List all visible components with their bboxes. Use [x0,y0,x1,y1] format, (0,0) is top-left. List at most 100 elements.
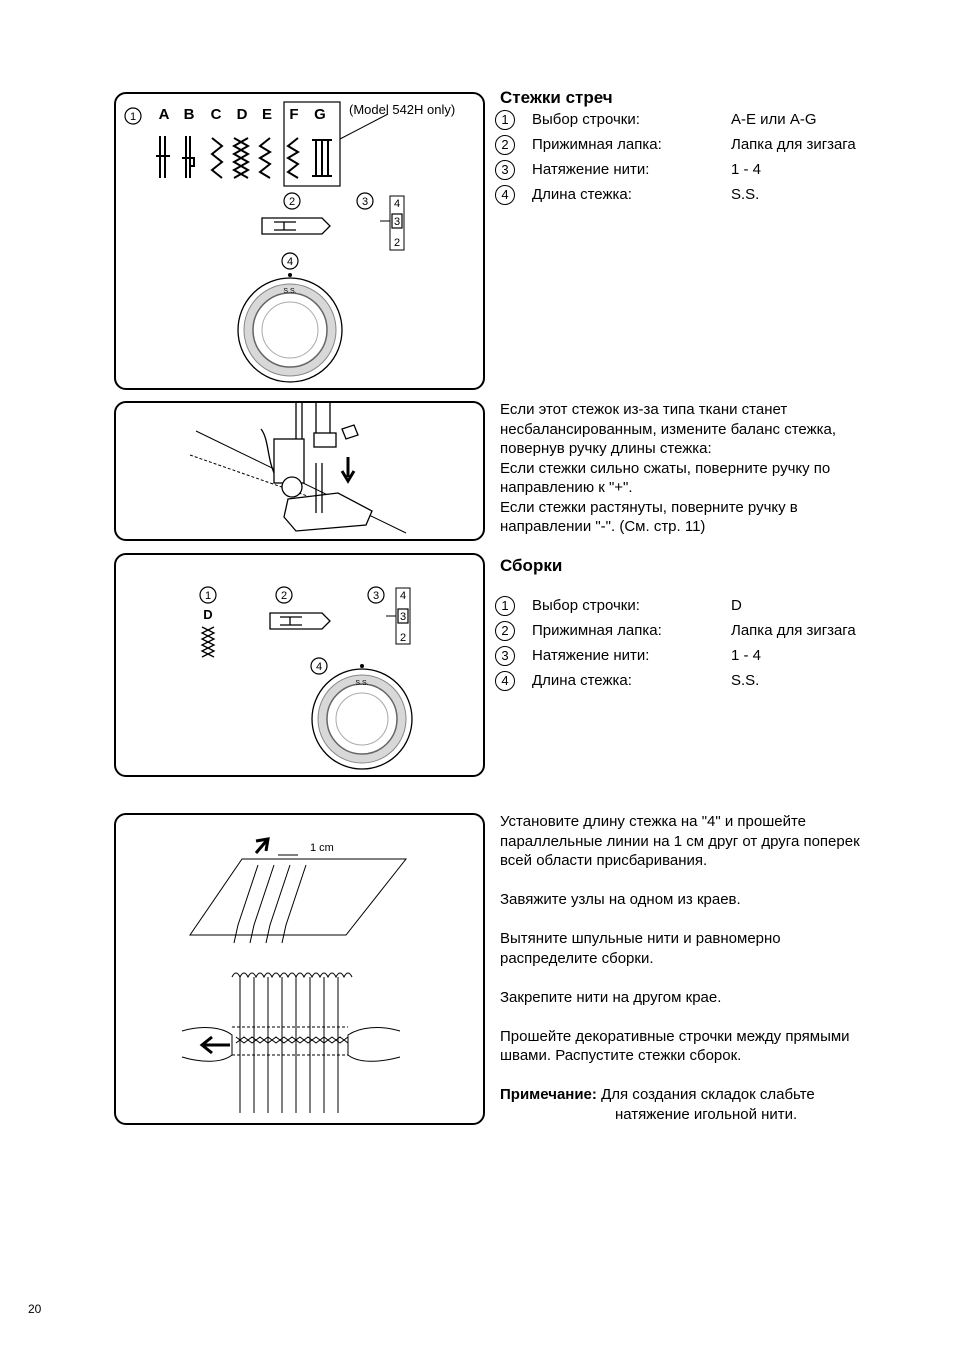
instr-line: параллельные линии на 1 см друг от друга… [500,832,860,850]
stretch-settings-list: 1 Выбор строчки: A-E или A-G 2 Прижимная… [495,110,915,210]
tension-dial-scale: 4 3 2 [380,195,405,251]
setting-value: S.S. [731,672,760,689]
setting-label: Натяжение нити: [532,161,650,178]
sewing-illustration [114,401,485,541]
setting-value: A-E или A-G [731,111,817,128]
gathers-figure-drawing: 1 D 2 3 4 3 2 4 S.S. [199,586,413,770]
stitch-letter-d: D [203,607,212,622]
instr-line: Установите длину стежка на "4" и прошейт… [500,813,807,830]
fig-num-4: 4 [316,661,322,673]
note-label: Примечание: [500,1086,597,1103]
stitch-letter-d: D [237,106,248,123]
left-arrow-icon [199,1035,230,1055]
instr-line: Завяжите узлы на одном из краев. [500,891,741,908]
gathered-fabric [181,972,401,1113]
setting-row: 1 Выбор строчки: A-E или A-G [495,110,915,135]
setting-number: 1 [495,596,515,616]
tension-mark-2: 2 [394,237,400,249]
balance-line: направлению к "+". [500,479,633,496]
setting-number: 2 [495,135,515,155]
tension-mark-4: 4 [400,590,406,602]
fig-num-3: 3 [373,590,379,602]
instr-line: Прошейте декоративные строчки между прям… [500,1027,850,1045]
stitch-letter-c: C [211,106,222,123]
up-arrow-icon [254,837,270,854]
setting-value: 1 - 4 [731,161,762,178]
instr-line: распределите сборки. [500,949,654,967]
stitch-length-dial: S.S. [311,664,413,770]
stitch-length-dial: S.S. [237,273,343,383]
setting-row: 4 Длина стежка: S.S. [495,671,915,696]
note-text-continued: натяжение игольной нити. [615,1105,798,1123]
note-line: Примечание: Для создания складок слабьте [500,1085,920,1105]
smocking-illustration: 1 cm [114,813,485,1125]
balance-line: повернув ручку длины стежка: [500,440,712,457]
zigzag-foot-icon [269,612,331,630]
balance-line: Если этот стежок из-за типа ткани станет [500,401,788,418]
stretch-heading: Стежки стреч [500,88,613,107]
setting-value: D [731,597,742,614]
instr-line: Вытяните шпульные нити и равномерно [500,930,781,947]
setting-number: 2 [495,621,515,641]
setting-number: 3 [495,160,515,180]
tension-mark-4: 4 [394,198,400,210]
setting-number: 1 [495,110,515,130]
page-number: 20 [28,1302,42,1316]
setting-label: Выбор строчки: [532,111,640,128]
one-cm-label: 1 cm [310,842,334,854]
balance-line: Если стежки растянуты, поверните ручку в [500,498,798,516]
setting-value: S.S. [731,186,760,203]
fig-num-4: 4 [287,256,293,268]
setting-row: 4 Длина стежка: S.S. [495,185,915,210]
stitch-letter-e: E [262,106,272,123]
fig-num-2: 2 [281,590,287,602]
setting-value: 1 - 4 [731,647,762,664]
balance-line: Если стежки сильно сжаты, поверните ручк… [500,459,831,477]
setting-row: 3 Натяжение нити: 1 - 4 [495,646,915,671]
triple-zigzag-stitch [200,626,216,658]
fig-num-3: 3 [362,196,368,208]
tension-dial-scale: 4 3 2 [386,587,411,645]
stitch-letter-g: G [314,106,326,123]
stitch-letter-b: B [184,106,195,123]
setting-label: Выбор строчки: [532,597,640,614]
setting-label: Длина стежка: [532,672,632,689]
presser-foot-drawing [189,403,407,534]
setting-label: Натяжение нити: [532,647,650,664]
setting-row: 1 Выбор строчки: D [495,596,915,621]
parallel-stitch-lines [233,864,307,944]
gathers-heading: Сборки [500,556,563,575]
stitch-letter-a: A [159,106,170,123]
setting-number: 4 [495,671,515,691]
setting-label: Прижимная лапка: [532,622,662,639]
stitch-patterns [156,136,332,179]
instr-line: Закрепите нити на другом крае. [500,988,722,1006]
zigzag-foot-icon [261,217,331,235]
instr-line: швами. Распустите стежки сборок. [500,1047,742,1064]
setting-value: Лапка для зигзага [731,136,856,153]
balance-line: направлении "-". (См. стр. 11) [500,518,706,535]
setting-value: Лапка для зигзага [731,622,856,639]
model-only-box [283,101,341,187]
tension-mark-3: 3 [400,611,406,623]
balance-text: Если этот стежок из-за типа ткани станет… [500,400,920,537]
balance-line: несбалансированным, измените баланс стеж… [500,420,837,438]
stretch-figure-drawing: 1 A B C D E F G (Model 542H only) 2 [124,101,455,383]
setting-label: Длина стежка: [532,186,632,203]
gathers-settings-list: 1 Выбор строчки: D 2 Прижимная лапка: Ла… [495,596,915,696]
setting-label: Прижимная лапка: [532,136,662,153]
setting-number: 4 [495,185,515,205]
fig-num-1: 1 [205,590,211,602]
setting-row: 2 Прижимная лапка: Лапка для зигзага [495,135,915,160]
instructions-text: Установите длину стежка на "4" и прошейт… [500,812,920,1124]
tension-mark-2: 2 [400,632,406,644]
fig-num-2: 2 [289,196,295,208]
model-note: (Model 542H only) [349,102,455,117]
tension-mark-3: 3 [394,216,400,228]
stitch-letter-f: F [289,106,298,123]
setting-number: 3 [495,646,515,666]
note-text: Для создания складок слабьте [596,1086,815,1103]
instr-line: всей области присбаривания. [500,852,708,869]
down-arrow-icon [340,457,356,484]
stretch-settings-figure: 1 A B C D E F G (Model 542H only) 2 [114,92,485,390]
